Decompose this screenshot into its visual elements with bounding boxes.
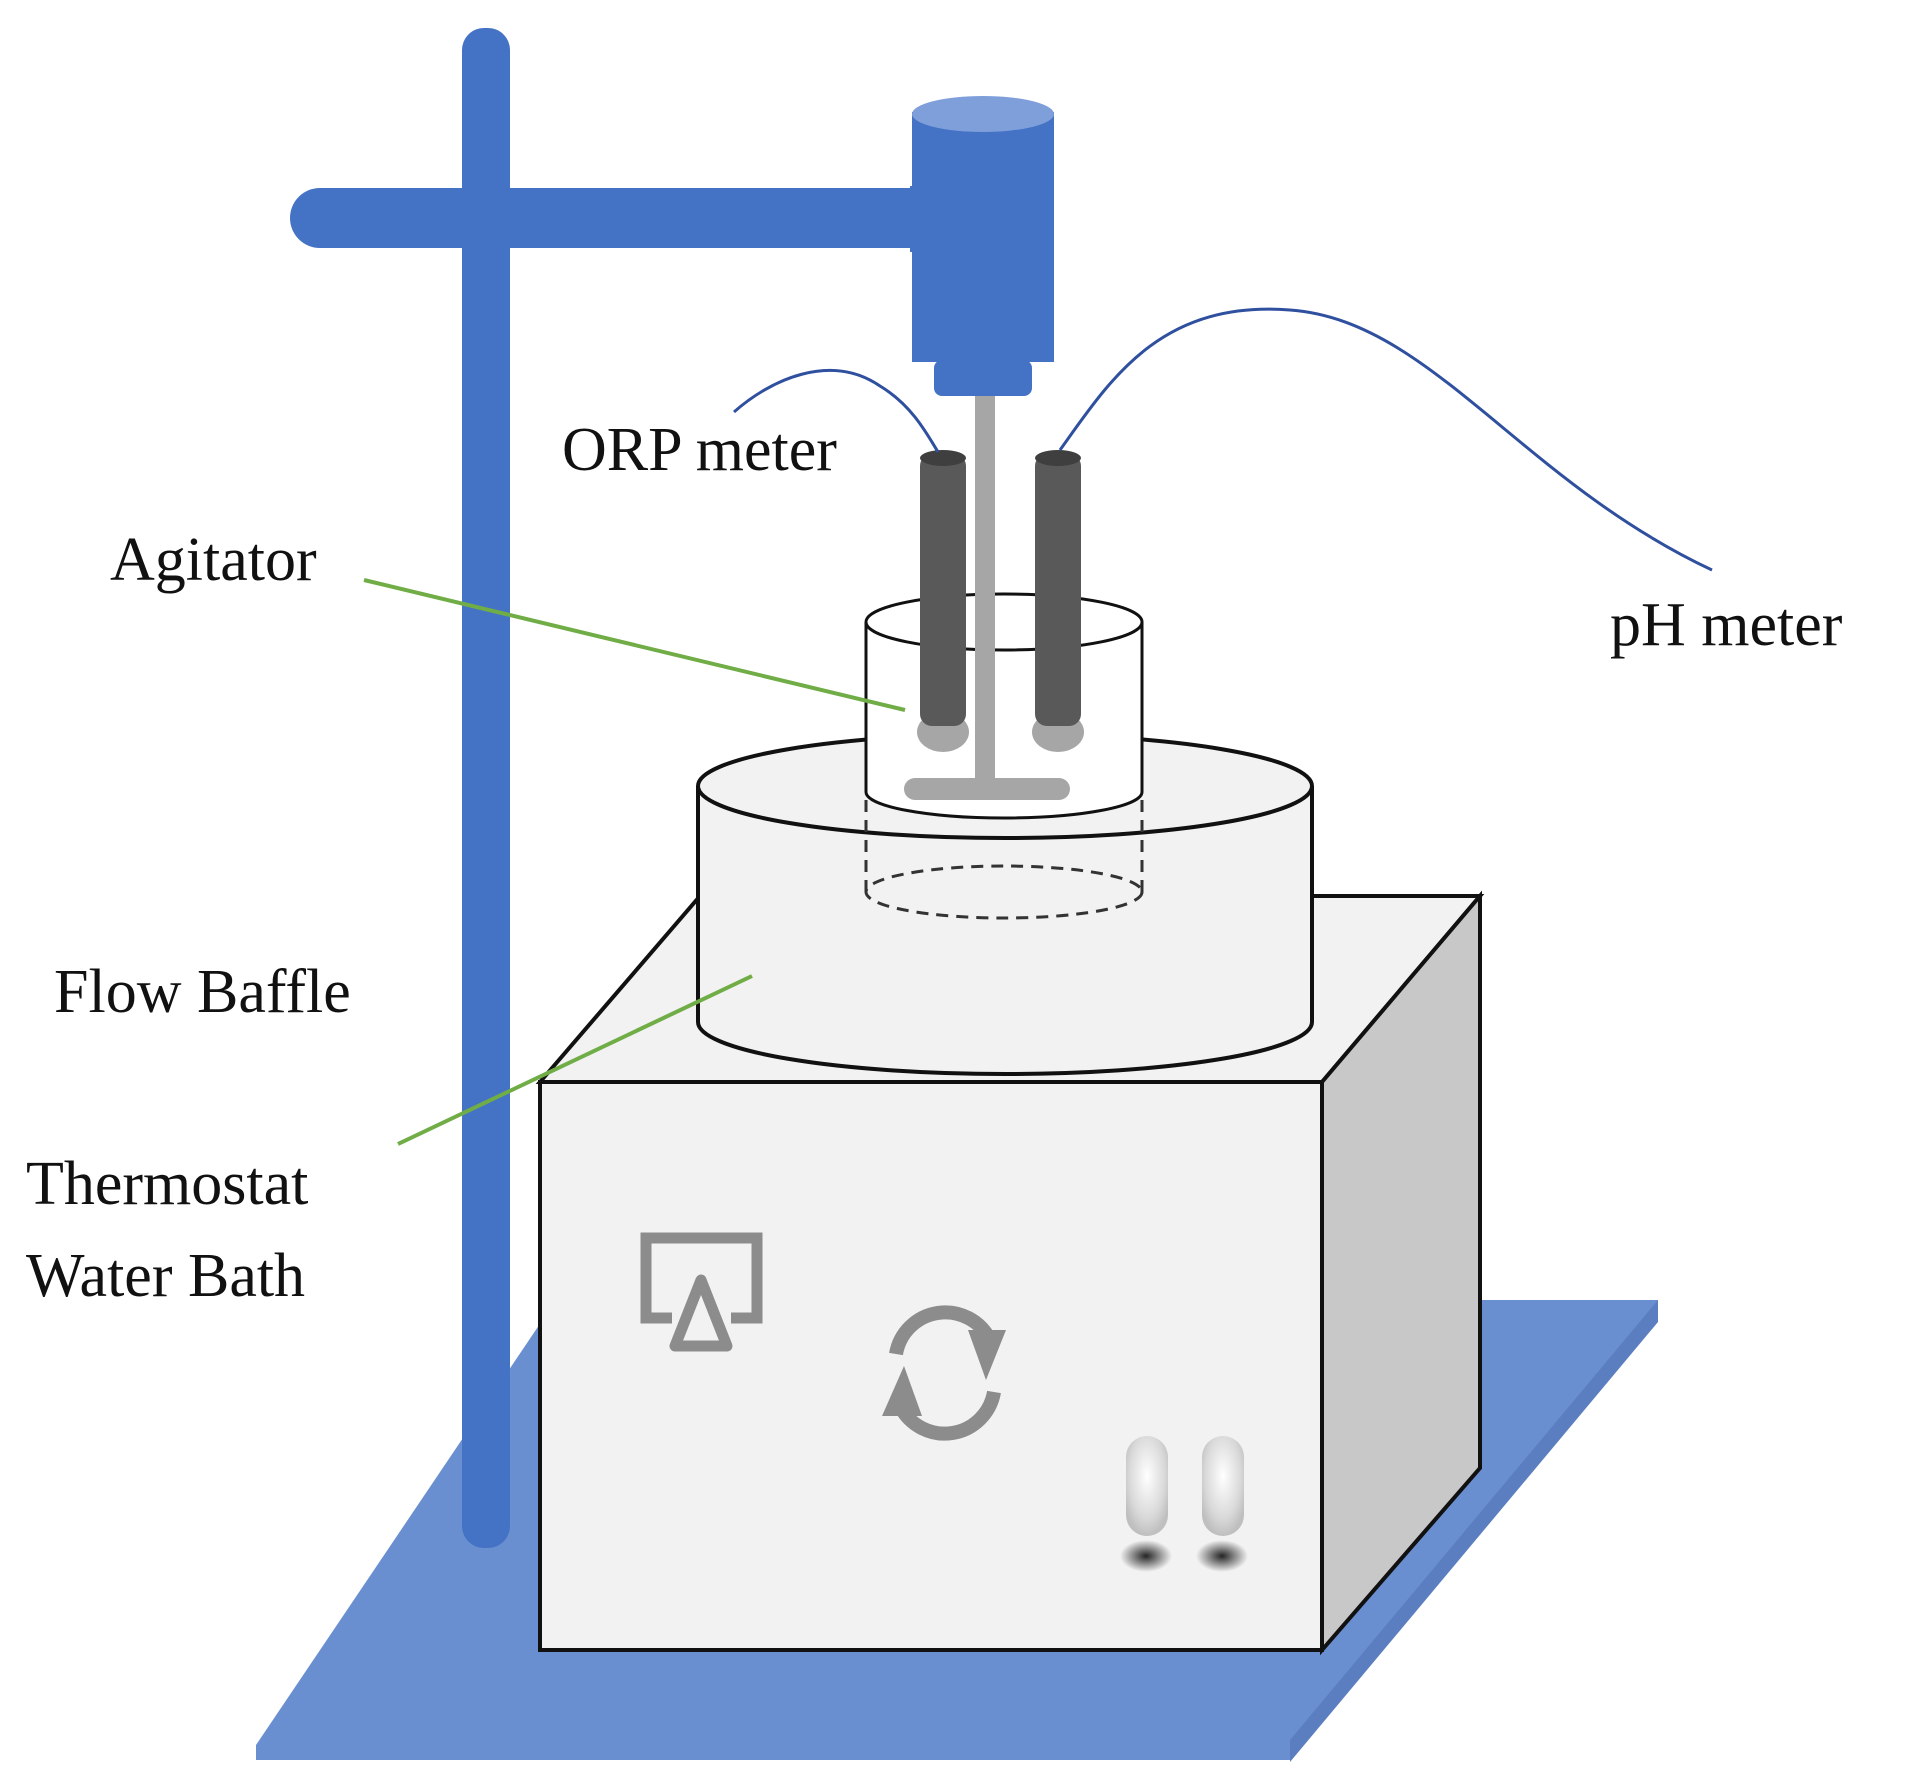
orp-wire — [733, 369, 940, 453]
ph-meter-label: pH meter — [1610, 591, 1843, 659]
agitator-leader — [363, 578, 906, 712]
base-plate-edge — [1290, 1300, 1658, 1762]
flow-baffle-label: Flow Baffle — [54, 958, 351, 1026]
display-icon — [640, 1232, 763, 1352]
stirrer-motor — [912, 96, 1054, 396]
water-bath-front — [538, 1080, 1324, 1652]
toggle-switch-icon — [1120, 1436, 1248, 1572]
agitator-shaft — [904, 396, 1070, 800]
orp-electrode — [917, 450, 969, 752]
circulation-icon — [882, 1305, 1006, 1441]
thermostat-label-line2: Water Bath — [26, 1242, 305, 1310]
thermostat-label-line1: Thermostat — [26, 1150, 308, 1218]
water-bath-leader — [397, 974, 753, 1146]
stand-arm — [290, 188, 990, 248]
ph-electrode — [1032, 450, 1084, 752]
beaker-hidden-outline — [864, 800, 1144, 920]
agitator-label: Agitator — [110, 526, 317, 594]
ph-wire — [1058, 307, 1713, 572]
orp-meter-label: ORP meter — [562, 416, 837, 484]
stand-rod — [462, 28, 510, 1548]
